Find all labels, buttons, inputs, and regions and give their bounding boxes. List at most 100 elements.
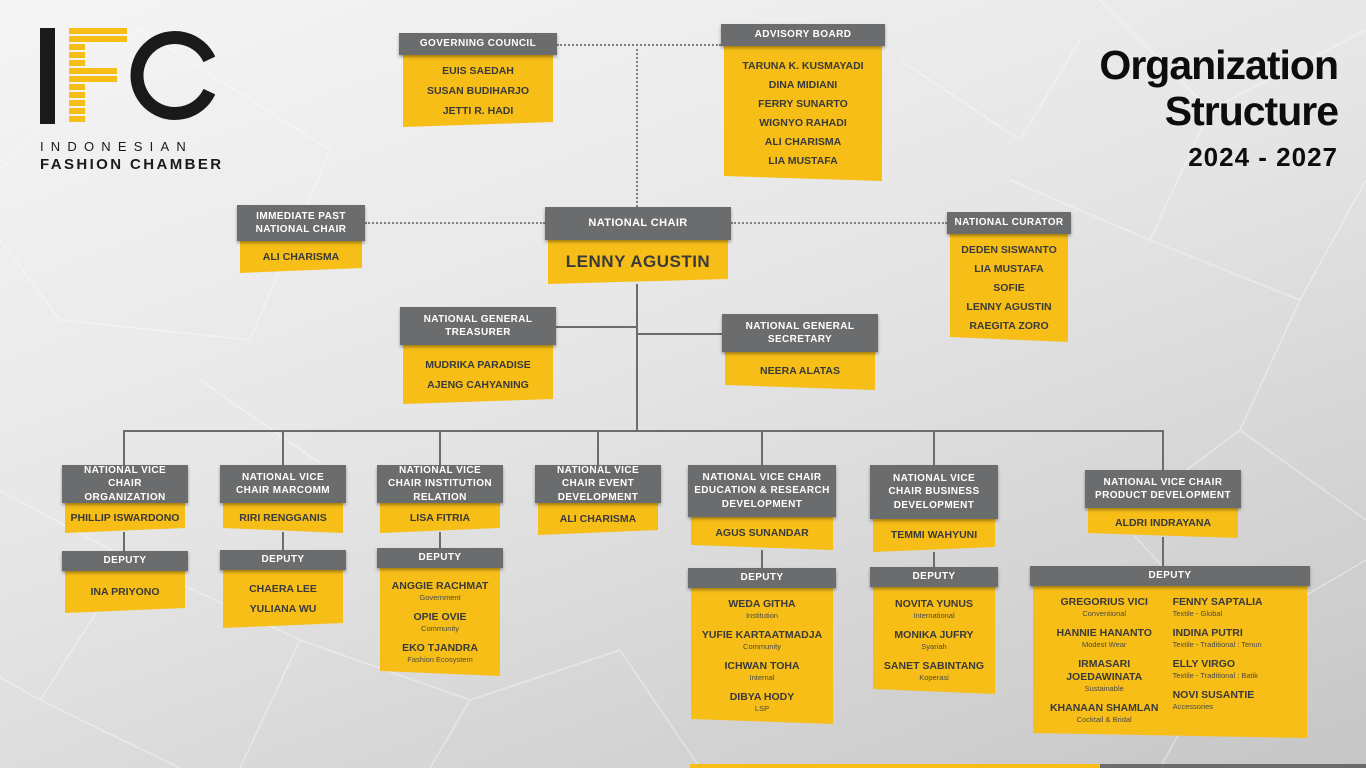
member-name: LIA MUSTAFA [974, 262, 1044, 275]
deputy-header-product: DEPUTY [1030, 566, 1310, 586]
member-name: SUSAN BUDIHARJO [426, 85, 530, 97]
deputy-name: SANET SABINTANG [883, 660, 985, 672]
member-name: TARUNA K. KUSMAYADI [742, 59, 864, 72]
connector-deputy-3 [439, 532, 441, 549]
connector-stub-6 [933, 430, 935, 466]
connector-deputy-5 [761, 550, 763, 568]
member-name: LIA MUSTAFA [768, 154, 838, 167]
deputy-box-business: NOVITA YUNUS International MONIKA JUFRY … [873, 587, 995, 694]
deputy-name: INA PRIYONO [90, 586, 160, 598]
vice-chair-education-box: AGUS SUNANDAR [691, 517, 833, 550]
deputy-role: Internal [749, 673, 775, 682]
national-chair-name: LENNY AGUSTIN [565, 252, 711, 271]
immediate-past-box: ALI CHARISMA [240, 241, 362, 273]
member-name: AJENG CAHYANING [427, 378, 529, 391]
deputy-role: Modest Wear [1081, 640, 1127, 649]
deputy-name: NOVI SUSANTIE [1172, 689, 1255, 701]
deputy-role: Community [421, 623, 459, 633]
deputy-name: WEDA GITHA [728, 598, 796, 610]
deputy-entry: MONIKA JUFRY Syariah [876, 629, 992, 652]
member-name: ALI CHARISMA [262, 251, 340, 263]
member-name: DEDEN SISWANTO [961, 243, 1057, 256]
connector-treasurer [556, 326, 637, 328]
member-name: NEERA ALATAS [760, 365, 840, 377]
bottom-strip-gray [1100, 764, 1366, 768]
connector-stub-2 [282, 430, 284, 466]
deputy-entry: IRMASARI JOEDAWINATA Sustainable [1041, 658, 1167, 694]
deputy-role: Sustainable [1084, 684, 1124, 693]
vice-chair-event-box: ALI CHARISMA [538, 503, 658, 535]
connector-deputy-1 [123, 532, 125, 552]
connector-secretary [636, 333, 725, 335]
deputy-box-product: GREGORIUS VICI Conventional HANNIE HANAN… [1033, 586, 1307, 738]
member-name: EUIS SAEDAH [442, 65, 514, 77]
vice-chair-organization-header: NATIONAL VICE CHAIR ORGANIZATION [62, 465, 188, 503]
deputy-role: International [913, 611, 955, 620]
vice-chair-marcomm-header: NATIONAL VICE CHAIR MARCOMM [220, 465, 346, 503]
vice-chair-event-header: NATIONAL VICE CHAIR EVENT DEVELOPMENT [535, 465, 661, 503]
deputy-role: Community [743, 642, 781, 651]
deputy-entry: NOVITA YUNUS International [876, 598, 992, 621]
governing-council-box: EUIS SAEDAH SUSAN BUDIHARJO JETTI R. HAD… [403, 55, 553, 127]
connector-trunk [636, 284, 638, 430]
treasurer-box: MUDRIKA PARADISE AJENG CAHYANING [403, 345, 553, 404]
vice-chair-name: ALI CHARISMA [559, 512, 637, 525]
deputy-entry: NOVI SUSANTIE Accessories [1173, 689, 1299, 712]
connector-stub-1 [123, 430, 125, 466]
title-line1: Organization [1099, 42, 1339, 88]
deputy-name: HANNIE HANANTO [1056, 627, 1152, 639]
national-chair-box: LENNY AGUSTIN [548, 240, 728, 284]
secretary-header: NATIONAL GENERAL SECRETARY [722, 314, 878, 352]
member-name: MUDRIKA PARADISE [425, 358, 531, 371]
deputy-role: Textile - Traditional : Batik [1172, 671, 1259, 680]
deputy-name: IRMASARI JOEDAWINATA [1066, 658, 1143, 683]
member-name: FERRY SUNARTO [758, 97, 848, 110]
connector-dotted-top-to-chair [636, 44, 638, 207]
connector-stub-7 [1162, 430, 1164, 471]
member-name: RAEGITA ZORO [969, 319, 1049, 332]
deputy-header-organization: DEPUTY [62, 551, 188, 571]
bottom-strip-yellow [690, 764, 1100, 768]
connector-bus [123, 430, 1164, 432]
national-curator-header: NATIONAL CURATOR [947, 212, 1071, 234]
deputy-column-left: GREGORIUS VICI Conventional HANNIE HANAN… [1041, 592, 1167, 729]
deputy-name: YUFIE KARTAATMADJA [701, 629, 823, 641]
advisory-board-header: ADVISORY BOARD [721, 24, 885, 46]
deputy-entry: EKO TJANDRA Fashion Ecosystem [383, 642, 497, 665]
vice-chair-organization-box: PHILLIP ISWARDONO [65, 503, 185, 533]
treasurer-header: NATIONAL GENERAL TREASURER [400, 307, 556, 345]
governing-council-header: GOVERNING COUNCIL [399, 33, 557, 55]
deputy-role: Conventional [1082, 609, 1127, 618]
connector-dotted-council-advisory [557, 44, 721, 46]
deputy-role: Textile - Global [1172, 609, 1223, 618]
deputy-name: CHAERA LEE [249, 583, 317, 595]
deputy-role: LSP [754, 704, 770, 713]
deputy-entry: ELLY VIRGO Textile - Traditional : Batik [1173, 658, 1299, 681]
page-title: Organization Structure 2024 - 2027 [978, 42, 1339, 173]
deputy-name: ANGGIE RACHMAT [391, 579, 489, 592]
member-name: LENNY AGUSTIN [966, 300, 1052, 313]
deputy-name: ELLY VIRGO [1172, 658, 1236, 670]
connector-stub-5 [761, 430, 763, 466]
deputy-column-right: FENNY SAPTALIA Textile - Global INDINA P… [1173, 592, 1299, 716]
deputy-role: Koperasi [919, 673, 949, 682]
ifc-logo-icon [40, 28, 216, 124]
connector-dotted-chair-curator [731, 222, 947, 224]
vice-chair-name: LISA FITRIA [409, 511, 471, 524]
deputy-entry: KHANAAN SHAMLAN Cocktail & Bridal [1041, 702, 1167, 725]
deputy-entry: DIBYA HODY LSP [694, 691, 830, 714]
deputy-role: Textile - Traditional : Tenun [1172, 640, 1262, 649]
member-name: ALI CHARISMA [764, 135, 842, 148]
deputy-role: Cocktail & Bridal [1076, 715, 1132, 724]
member-name: DINA MIDIANI [768, 78, 838, 91]
deputy-role: Government [419, 592, 461, 602]
deputy-name: KHANAAN SHAMLAN [1049, 702, 1159, 714]
vice-chair-institution-box: LISA FITRIA [380, 503, 500, 533]
title-line2: Structure [1164, 88, 1339, 134]
deputy-entry: FENNY SAPTALIA Textile - Global [1173, 596, 1299, 619]
vice-chair-product-box: ALDRI INDRAYANA [1088, 508, 1238, 538]
deputy-name: NOVITA YUNUS [895, 598, 973, 610]
connector-deputy-6 [933, 552, 935, 567]
deputy-entry: SANET SABINTANG Koperasi [876, 660, 992, 683]
connector-deputy-2 [282, 532, 284, 551]
